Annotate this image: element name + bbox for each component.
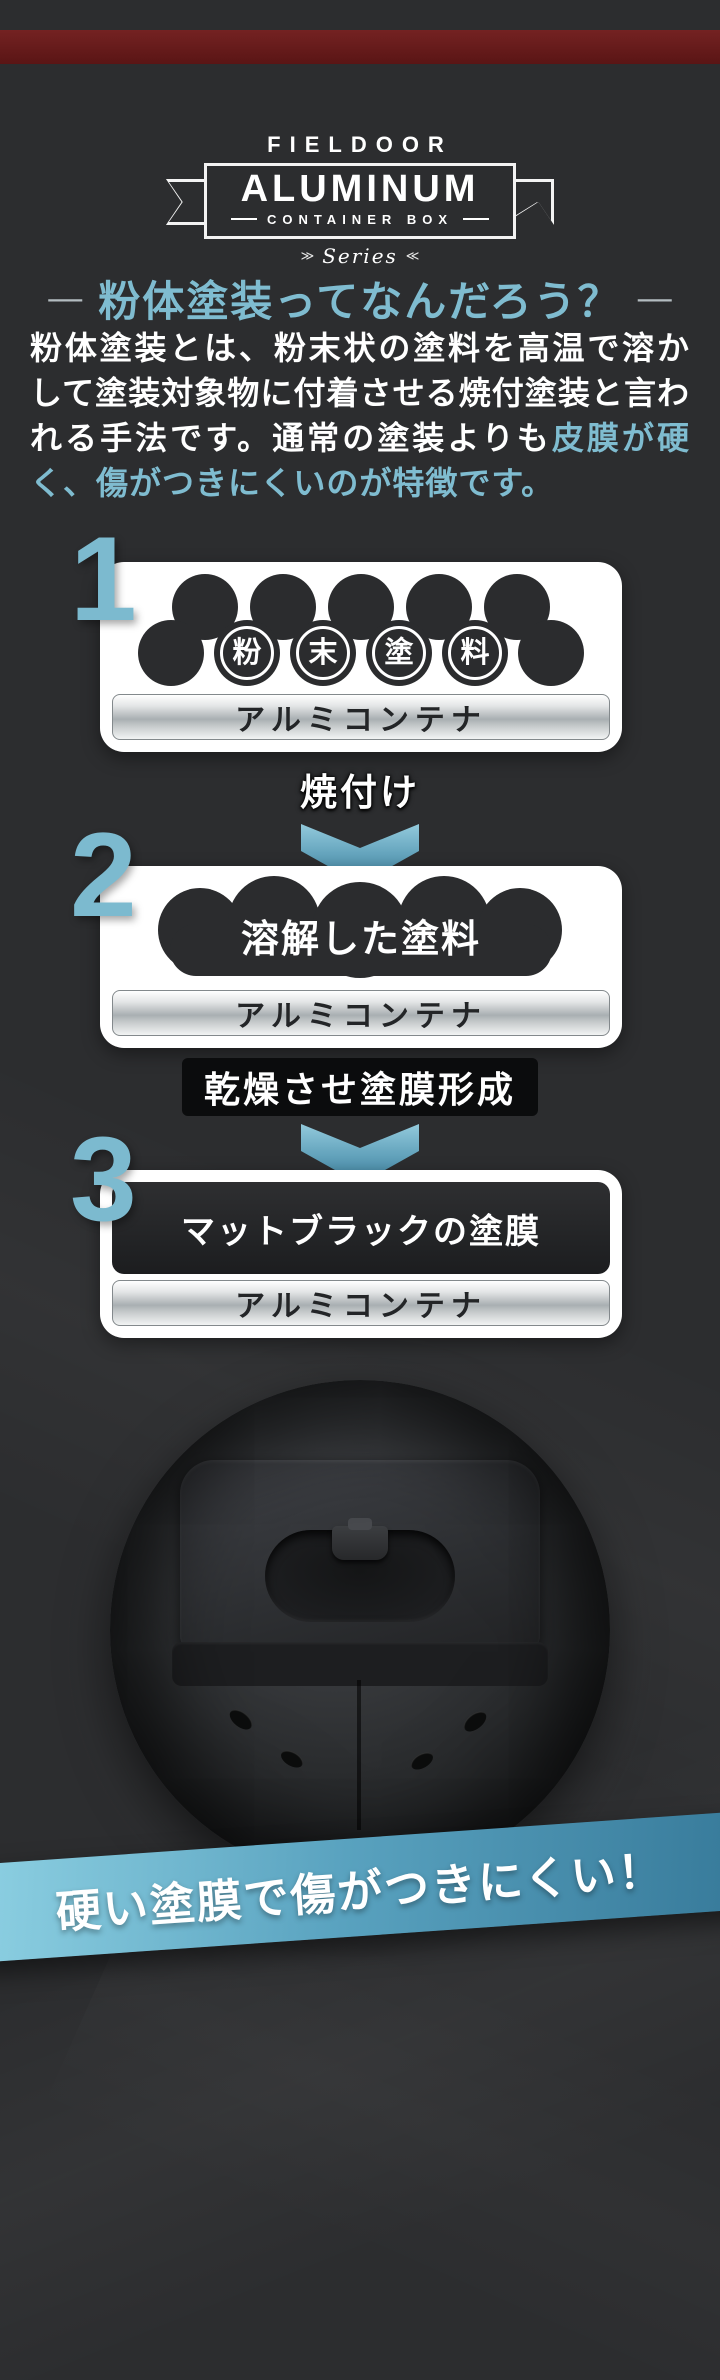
powder-kanji-char: 末	[296, 626, 350, 680]
step-2-card: 溶解した塗料 アルミコンテナ	[100, 866, 622, 1048]
container-lid-edge	[172, 1642, 548, 1686]
heading-dash-left: ―	[48, 279, 83, 317]
transition-caption: 乾燥させ塗膜形成	[181, 1058, 539, 1116]
container-base-bar: アルミコンテナ	[112, 694, 610, 740]
step-2: 2 溶解した塗料 アルミコンテナ	[0, 808, 720, 1058]
logo-product-name: ALUMINUM	[240, 168, 480, 210]
powder-dot-labeled: 塗	[366, 620, 432, 686]
section-heading: ― 粉体塗装ってなんだろう？ ―	[0, 268, 720, 329]
transition-caption: 焼付け	[300, 772, 420, 813]
coat-label: マットブラックの塗膜	[181, 1212, 541, 1251]
handle-latch	[332, 1526, 388, 1560]
heading-dash-right: ―	[637, 279, 672, 317]
base-label: アルミコンテナ	[235, 1000, 487, 1033]
step-3-card: マットブラックの塗膜 アルミコンテナ	[100, 1170, 622, 1338]
powder-dot	[138, 620, 204, 686]
series-text: Series	[322, 243, 398, 268]
step-2-number: 2	[70, 808, 137, 942]
heading-text: 粉体塗装ってなんだろう？	[98, 278, 622, 325]
base-label: アルミコンテナ	[235, 1290, 487, 1323]
melted-paint-blob: 溶解した塗料	[140, 872, 582, 990]
ribbon-body: ALUMINUM CONTAINER BOX	[203, 163, 517, 239]
container-base-bar: アルミコンテナ	[112, 990, 610, 1036]
powder-dots-row: 粉 末 塗 料	[138, 620, 584, 686]
handle-latch-tab	[348, 1518, 372, 1530]
intro-text: 粉体塗装とは、粉末状の塗料を高温で溶かして塗装対象物に付着させる焼付塗装と言われ…	[30, 330, 690, 456]
powder-kanji-char: 塗	[372, 626, 426, 680]
corner-seam	[357, 1680, 361, 1830]
powder-dot	[518, 620, 584, 686]
blob-fill	[170, 924, 552, 976]
brand-name: FIELDOOR	[267, 132, 453, 157]
step-1: 1 粉 末 塗 料	[0, 512, 720, 762]
logo-series: ≫ Series ≪	[0, 244, 720, 268]
transition-dry: 乾燥させ塗膜形成	[0, 1058, 720, 1184]
intro-paragraph: 粉体塗装とは、粉末状の塗料を高温で溶かして塗装対象物に付着させる焼付塗装と言われ…	[30, 326, 690, 506]
melted-paint-label: 溶解した塗料	[240, 919, 481, 961]
footer-banner-text: 硬い塗膜で傷がつきにくい！	[54, 1844, 667, 1938]
logo-subtitle: CONTAINER BOX	[231, 212, 489, 227]
step-1-card: 粉 末 塗 料 アルミコンテナ	[100, 562, 622, 752]
series-decor-left: ≫	[300, 247, 315, 263]
brand-logo: FIELDOOR ALUMINUM CONTAINER BOX ≫ Series…	[0, 132, 720, 268]
step-3-number: 3	[70, 1112, 137, 1246]
logo-ribbon: ALUMINUM CONTAINER BOX	[165, 163, 555, 239]
container-base-bar: アルミコンテナ	[112, 1280, 610, 1326]
powder-dot-labeled: 粉	[214, 620, 280, 686]
series-decor-right: ≪	[405, 247, 420, 263]
photo-vignette	[110, 1380, 610, 1880]
powder-kanji-char: 料	[448, 626, 502, 680]
step-3: 3 マットブラックの塗膜 アルミコンテナ	[0, 1112, 720, 1352]
top-accent-band	[0, 30, 720, 64]
intro-highlight-text: 皮膜が硬く、傷がつきにくいのが特徴です。	[30, 420, 690, 501]
base-label: アルミコンテナ	[235, 704, 487, 737]
step-1-number: 1	[70, 512, 137, 646]
powder-dot-labeled: 料	[442, 620, 508, 686]
powder-kanji-char: 粉	[220, 626, 274, 680]
container-corner-photo	[110, 1380, 610, 1880]
powder-dot-labeled: 末	[290, 620, 356, 686]
matte-black-coat: マットブラックの塗膜	[112, 1182, 610, 1274]
